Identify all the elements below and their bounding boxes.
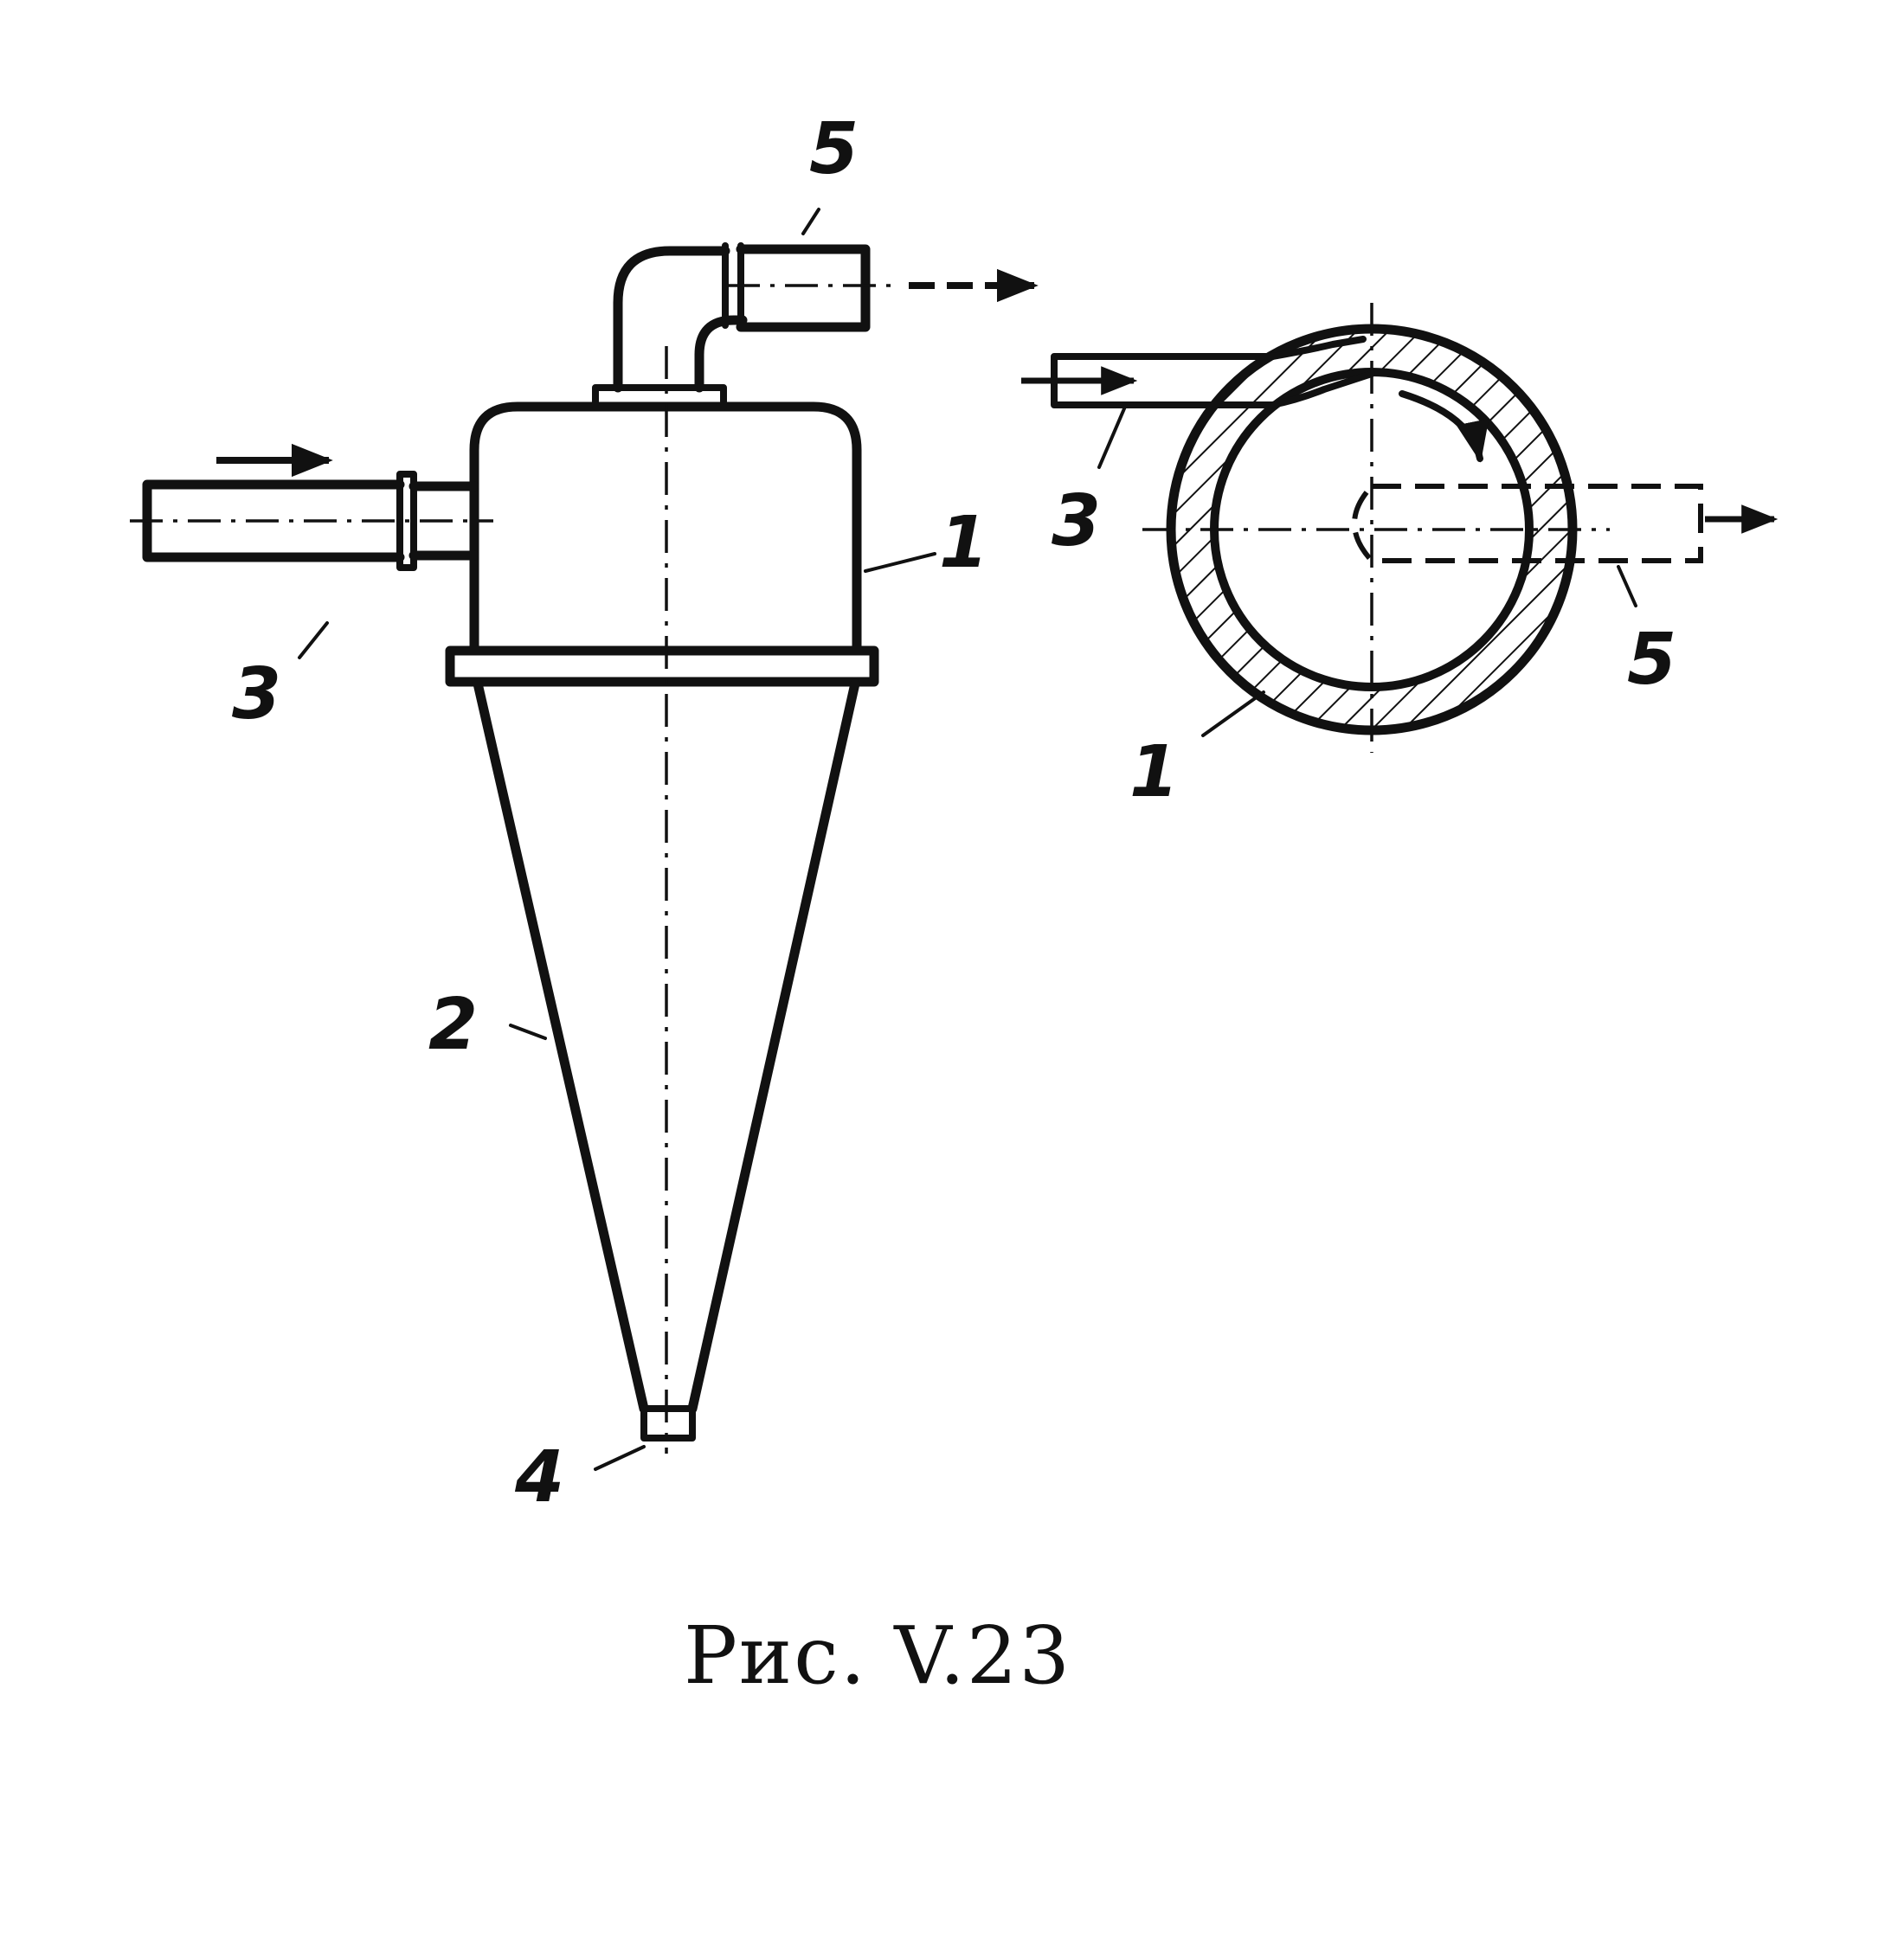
plan-callout-1: 1 — [1129, 731, 1179, 813]
exit-pipe-dashed — [1352, 484, 1703, 563]
swirl-arrow — [1399, 390, 1489, 463]
top-flange — [592, 384, 727, 410]
plan-view: 3 5 1 — [1021, 303, 1779, 813]
cone-body — [473, 678, 860, 1414]
plan-callout-5: 5 — [1627, 619, 1676, 701]
callout-4: 4 — [514, 1436, 564, 1519]
outlet-pipe — [613, 242, 891, 393]
callout-1: 1 — [939, 502, 988, 584]
callout-3: 3 — [232, 653, 281, 735]
side-view: 5 1 3 2 4 — [130, 108, 1039, 1519]
dust-outlet — [640, 1405, 696, 1442]
inlet-pipe — [130, 471, 493, 571]
figure-caption: Рис. V.23 — [684, 1609, 1071, 1702]
flange-band — [445, 645, 879, 687]
callout-2: 2 — [428, 984, 478, 1066]
callout-5: 5 — [809, 108, 859, 190]
plan-callout-3: 3 — [1052, 480, 1101, 562]
